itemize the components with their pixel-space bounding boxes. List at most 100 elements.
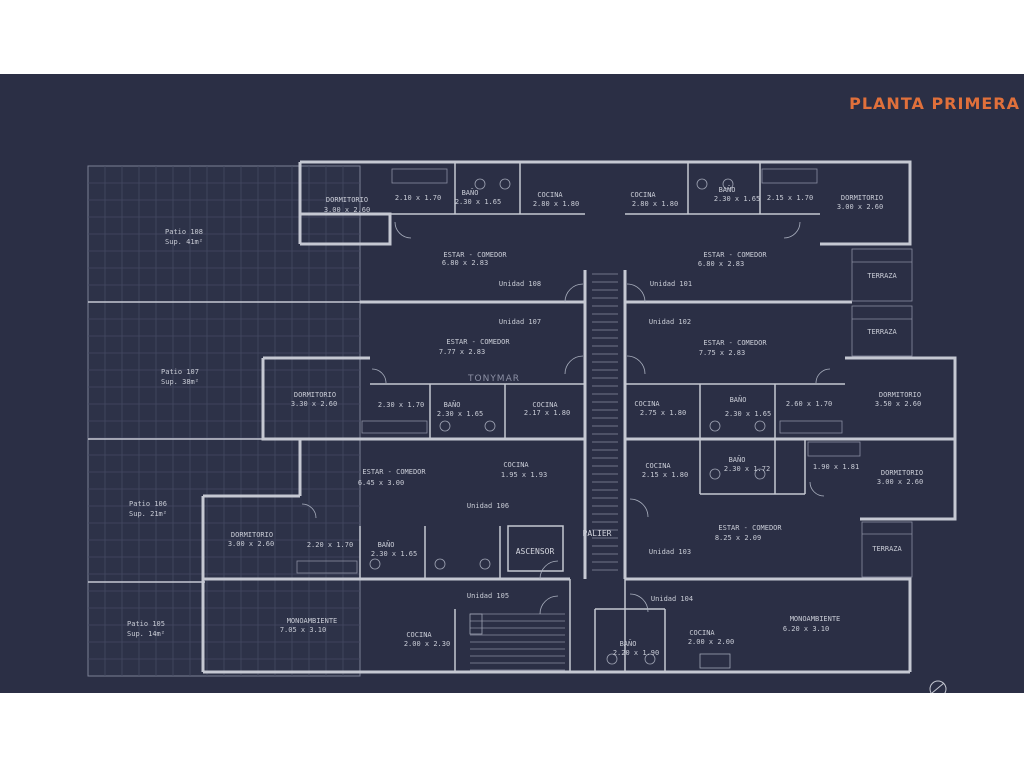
u105-label: Unidad 105: [467, 592, 509, 600]
patio-grid: [87, 165, 361, 677]
terraza-label-1: TERRAZA: [867, 272, 897, 280]
u101-dorm-dim: 3.00 x 2.60: [837, 203, 883, 211]
unit-106: ESTAR - COMEDOR 6.45 x 3.00 COCINA 1.95 …: [228, 461, 547, 558]
ascensor-label: ASCENSOR: [516, 547, 555, 556]
u107-estar-dim: 7.77 x 2.83: [439, 348, 485, 356]
terraza-labels: TERRAZA TERRAZA TERRAZA: [867, 272, 902, 553]
u107-bano-dim: 2.30 x 1.65: [437, 410, 483, 418]
patio-106-area: Sup. 21m²: [129, 510, 167, 518]
unit-108: DORMITORIO 3.00 x 2.60 2.10 x 1.70 BAÑO …: [324, 188, 579, 288]
u103-bano: BAÑO: [729, 455, 746, 464]
u107-dorm: DORMITORIO: [294, 391, 336, 399]
u102-estar-dim: 7.75 x 2.83: [699, 349, 745, 357]
unit-105: Unidad 105 MONOAMBIENTE 7.05 x 3.10 COCI…: [280, 592, 509, 648]
u106-bano-dim: 2.30 x 1.65: [371, 550, 417, 558]
patio-108-area: Sup. 41m²: [165, 238, 203, 246]
u102-closet-dim: 2.60 x 1.70: [786, 400, 832, 408]
terraza-label-3: TERRAZA: [872, 545, 902, 553]
corridor-stairs: [470, 273, 618, 671]
u106-dorm-dim: 3.00 x 2.60: [228, 540, 274, 548]
u106-dorm: DORMITORIO: [231, 531, 273, 539]
u101-dorm: DORMITORIO: [841, 194, 883, 202]
u104-label: Unidad 104: [651, 595, 693, 603]
u108-closet-dim: 2.10 x 1.70: [395, 194, 441, 202]
u101-estar: ESTAR - COMEDOR: [703, 251, 767, 259]
u105-mono: MONOAMBIENTE: [287, 617, 338, 625]
u108-estar: ESTAR - COMEDOR: [443, 251, 507, 259]
plan-title: PLANTA PRIMERA: [849, 94, 1020, 113]
u101-estar-dim: 6.80 x 2.83: [698, 260, 744, 268]
door-swings: [301, 221, 831, 615]
u107-cocina: COCINA: [532, 401, 558, 409]
u108-cocina: COCINA: [537, 191, 563, 199]
u106-bano: BAÑO: [378, 540, 395, 549]
u108-bano: BAÑO: [462, 188, 479, 197]
u106-estar-dim: 6.45 x 3.00: [358, 479, 404, 487]
u108-label: Unidad 108: [499, 280, 541, 288]
u107-label: Unidad 107: [499, 318, 541, 326]
patio-107-area: Sup. 38m²: [161, 378, 199, 386]
u101-cocina: COCINA: [630, 191, 656, 199]
plumbing-fixtures: [369, 178, 766, 669]
patio-105-name: Patio 105: [127, 620, 165, 628]
u107-dorm-dim: 3.30 x 2.60: [291, 400, 337, 408]
u102-estar: ESTAR - COMEDOR: [703, 339, 767, 347]
unit-102: Unidad 102 ESTAR - COMEDOR 7.75 x 2.83 D…: [634, 318, 921, 418]
u104-bano: BAÑO: [620, 639, 637, 648]
u104-mono: MONOAMBIENTE: [790, 615, 841, 623]
u107-cocina-dim: 2.17 x 1.80: [524, 409, 570, 417]
u106-estar: ESTAR - COMEDOR: [362, 468, 426, 476]
u104-bano-dim: 2.20 x 1.90: [613, 649, 659, 657]
u103-cocina: COCINA: [645, 462, 671, 470]
u103-cocina-dim: 2.15 x 1.80: [642, 471, 688, 479]
watermark-logo: TONYMAR: [468, 374, 520, 384]
building-core: PALIER ASCENSOR: [516, 529, 612, 556]
u105-cocina-dim: 2.00 x 2.30: [404, 640, 450, 648]
patio-107-name: Patio 107: [161, 368, 199, 376]
u101-cocina-dim: 2.80 x 1.80: [632, 200, 678, 208]
u103-dorm-dim: 3.00 x 2.60: [877, 478, 923, 486]
patio-106-name: Patio 106: [129, 500, 167, 508]
u107-bano: BAÑO: [444, 400, 461, 409]
u104-cocina-dim: 2.00 x 2.00: [688, 638, 734, 646]
u108-dorm-dim: 3.00 x 2.60: [324, 206, 370, 214]
u102-label: Unidad 102: [649, 318, 691, 326]
u101-bano: BAÑO: [719, 185, 736, 194]
u108-dorm: DORMITORIO: [326, 196, 368, 204]
u102-cocina: COCINA: [634, 400, 660, 408]
u106-label: Unidad 106: [467, 502, 509, 510]
patio-108-name: Patio 108: [165, 228, 203, 236]
u102-bano-dim: 2.30 x 1.65: [725, 410, 771, 418]
u106-closet-dim: 2.20 x 1.70: [307, 541, 353, 549]
unit-103: COCINA 2.15 x 1.80 BAÑO 2.30 x 1.72 1.90…: [642, 455, 923, 556]
u103-closet-dim: 1.90 x 1.81: [813, 463, 859, 471]
u101-closet-dim: 2.15 x 1.70: [767, 194, 813, 202]
unit-104: Unidad 104 MONOAMBIENTE 6.20 x 3.10 BAÑO…: [613, 595, 840, 657]
u102-cocina-dim: 2.75 x 1.80: [640, 409, 686, 417]
u103-dorm: DORMITORIO: [881, 469, 923, 477]
u103-label: Unidad 103: [649, 548, 691, 556]
unit-107: Unidad 107 ESTAR - COMEDOR 7.77 x 2.83 D…: [291, 318, 570, 418]
u106-cocina: COCINA: [503, 461, 529, 469]
building-walls: [201, 160, 957, 674]
u101-label: Unidad 101: [650, 280, 692, 288]
unit-101: DORMITORIO 3.00 x 2.60 2.15 x 1.70 BAÑO …: [630, 185, 883, 288]
u105-cocina: COCINA: [406, 631, 432, 639]
u103-bano-dim: 2.30 x 1.72: [724, 465, 770, 473]
palier-label: PALIER: [583, 529, 612, 538]
north-arrow-icon: [929, 680, 947, 693]
patio-labels: Patio 108 Sup. 41m² Patio 107 Sup. 38m² …: [127, 228, 203, 638]
terraza-label-2: TERRAZA: [867, 328, 897, 336]
u104-cocina: COCINA: [689, 629, 715, 637]
u103-estar-dim: 8.25 x 2.09: [715, 534, 761, 542]
u108-estar-dim: 6.80 x 2.83: [442, 259, 488, 267]
u102-dorm-dim: 3.50 x 2.60: [875, 400, 921, 408]
u102-bano: BAÑO: [730, 395, 747, 404]
u108-bano-dim: 2.30 x 1.65: [455, 198, 501, 206]
u103-estar: ESTAR - COMEDOR: [718, 524, 782, 532]
patio-105-area: Sup. 14m²: [127, 630, 165, 638]
u108-cocina-dim: 2.80 x 1.80: [533, 200, 579, 208]
u104-mono-dim: 6.20 x 3.10: [783, 625, 829, 633]
u102-dorm: DORMITORIO: [879, 391, 921, 399]
floor-plan-panel: PLANTA PRIMERA: [0, 74, 1024, 693]
